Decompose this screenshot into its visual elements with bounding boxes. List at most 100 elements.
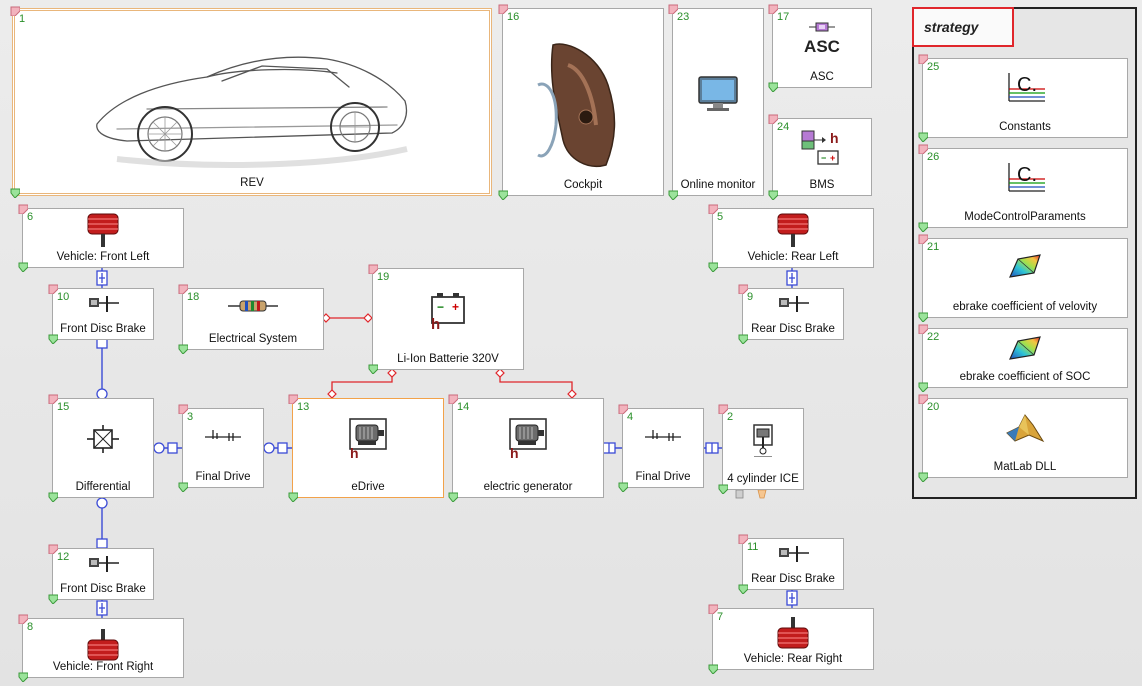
block-ebrake-velocity[interactable]: 21 ebrake coefficient of velovity <box>918 234 1128 322</box>
input-port-icon[interactable] <box>18 204 28 214</box>
block-label: ModeControlParaments <box>964 211 1086 223</box>
block-electrical-system[interactable]: 18 Electrical System <box>178 284 324 354</box>
output-port-icon[interactable] <box>18 262 28 272</box>
input-port-icon[interactable] <box>738 534 748 544</box>
output-port-icon[interactable] <box>288 492 298 502</box>
resistor-icon <box>228 300 278 312</box>
wheel-icon <box>87 213 119 247</box>
block-label: ebrake coefficient of SOC <box>959 371 1091 383</box>
block-cylinder-ice[interactable]: 2 4 cylinder ICE <box>718 404 804 494</box>
input-port-icon[interactable] <box>918 324 928 334</box>
input-port-icon[interactable] <box>288 394 298 404</box>
output-port-icon[interactable] <box>178 344 188 354</box>
block-matlab-dll[interactable]: 20 MatLab DLL <box>918 394 1128 482</box>
block-rear-disc-brake-9[interactable]: 9 Rear Disc Brake <box>738 284 844 344</box>
input-port-icon[interactable] <box>10 6 20 16</box>
output-port-icon[interactable] <box>10 188 20 198</box>
block-bms[interactable]: 24 h − + BMS <box>768 114 872 200</box>
block-differential[interactable]: 15 Differential <box>48 394 154 502</box>
input-port-icon[interactable] <box>48 394 58 404</box>
block-front-disc-brake-10[interactable]: 10 Front Disc Brake <box>48 284 154 344</box>
block-final-drive-3[interactable]: 3 Final Drive <box>178 404 264 492</box>
block-rev[interactable]: 1 REV <box>10 6 492 198</box>
block-electric-generator[interactable]: 14 h electric generator <box>448 394 604 502</box>
svg-text:h: h <box>510 445 519 459</box>
block-mode-control-paraments[interactable]: 26 C. ModeControlParaments <box>918 144 1128 232</box>
input-port-icon[interactable] <box>918 144 928 154</box>
block-number: 18 <box>187 291 200 303</box>
disc-brake-icon <box>779 546 809 562</box>
output-port-icon[interactable] <box>18 672 28 682</box>
block-rear-disc-brake-11[interactable]: 11 Rear Disc Brake <box>738 534 844 594</box>
input-port-icon[interactable] <box>738 284 748 294</box>
input-port-icon[interactable] <box>708 204 718 214</box>
input-port-icon[interactable] <box>368 264 378 274</box>
input-port-icon[interactable] <box>918 234 928 244</box>
input-port-icon[interactable] <box>768 114 778 124</box>
wire-battery-generator <box>499 372 573 394</box>
block-ebrake-soc[interactable]: 22 ebrake coefficient of SOC <box>918 324 1128 392</box>
block-number: 14 <box>457 401 470 413</box>
block-final-drive-4[interactable]: 4 Final Drive <box>618 404 704 492</box>
input-port-icon[interactable] <box>178 284 188 294</box>
block-front-disc-brake-12[interactable]: 12 Front Disc Brake <box>48 544 154 604</box>
output-port-icon[interactable] <box>368 364 378 374</box>
strategy-title: strategy <box>912 7 1014 47</box>
output-port-icon[interactable] <box>768 82 778 92</box>
output-port-icon[interactable] <box>448 492 458 502</box>
input-port-icon[interactable] <box>918 54 928 64</box>
svg-text:+: + <box>830 153 835 163</box>
input-port-icon[interactable] <box>498 4 508 14</box>
output-port-icon[interactable] <box>738 584 748 594</box>
block-constants[interactable]: 25 C. Constants <box>918 54 1128 142</box>
block-vehicle-rear-left[interactable]: 5 Vehicle: Rear Left <box>708 204 874 272</box>
input-port-icon[interactable] <box>668 4 678 14</box>
output-port-icon[interactable] <box>48 594 58 604</box>
block-vehicle-front-left[interactable]: 6 Vehicle: Front Left <box>18 204 184 272</box>
block-label: MatLab DLL <box>993 461 1057 473</box>
output-port-icon[interactable] <box>618 482 628 492</box>
input-port-icon[interactable] <box>768 4 778 14</box>
input-port-icon[interactable] <box>48 544 58 554</box>
block-label: Vehicle: Rear Left <box>747 251 839 263</box>
block-number: 9 <box>747 291 754 303</box>
output-port-icon[interactable] <box>498 190 508 200</box>
block-online-monitor[interactable]: 23 Online monitor <box>668 4 764 200</box>
output-port-icon[interactable] <box>918 312 928 322</box>
output-port-icon[interactable] <box>738 334 748 344</box>
wire-battery-edrive <box>331 372 393 394</box>
output-port-icon[interactable] <box>48 334 58 344</box>
output-port-icon[interactable] <box>918 382 928 392</box>
block-asc[interactable]: 17 ASC ASC <box>768 4 872 92</box>
block-label: Rear Disc Brake <box>751 323 835 335</box>
input-port-icon[interactable] <box>178 404 188 414</box>
output-port-icon[interactable] <box>708 262 718 272</box>
generator-motor-icon: h <box>509 418 547 459</box>
block-number: 4 <box>627 411 634 423</box>
input-port-icon[interactable] <box>718 404 728 414</box>
input-port-icon[interactable] <box>448 394 458 404</box>
seat-sketch-icon <box>537 43 616 167</box>
output-port-icon[interactable] <box>718 484 728 494</box>
input-port-icon[interactable] <box>48 284 58 294</box>
block-number: 15 <box>57 401 70 413</box>
output-port-icon[interactable] <box>768 190 778 200</box>
output-port-icon[interactable] <box>178 482 188 492</box>
output-port-icon[interactable] <box>918 222 928 232</box>
block-edrive[interactable]: 13 h eDrive <box>288 394 444 502</box>
block-li-ion-batterie[interactable]: 19 − + h Li-Ion Batterie 320V <box>368 264 524 374</box>
output-port-icon[interactable] <box>668 190 678 200</box>
block-number: 5 <box>717 211 724 223</box>
input-port-icon[interactable] <box>708 604 718 614</box>
block-cockpit[interactable]: 16 Cockpit <box>498 4 664 200</box>
block-vehicle-front-right[interactable]: 8 Vehicle: Front Right <box>18 614 184 682</box>
output-port-icon[interactable] <box>918 472 928 482</box>
output-port-icon[interactable] <box>48 492 58 502</box>
output-port-icon[interactable] <box>918 132 928 142</box>
input-port-icon[interactable] <box>618 404 628 414</box>
input-port-icon[interactable] <box>918 394 928 404</box>
input-port-icon[interactable] <box>18 614 28 624</box>
block-vehicle-rear-right[interactable]: 7 Vehicle: Rear Right <box>708 604 874 674</box>
output-port-icon[interactable] <box>708 664 718 674</box>
block-label: Vehicle: Rear Right <box>743 653 843 665</box>
